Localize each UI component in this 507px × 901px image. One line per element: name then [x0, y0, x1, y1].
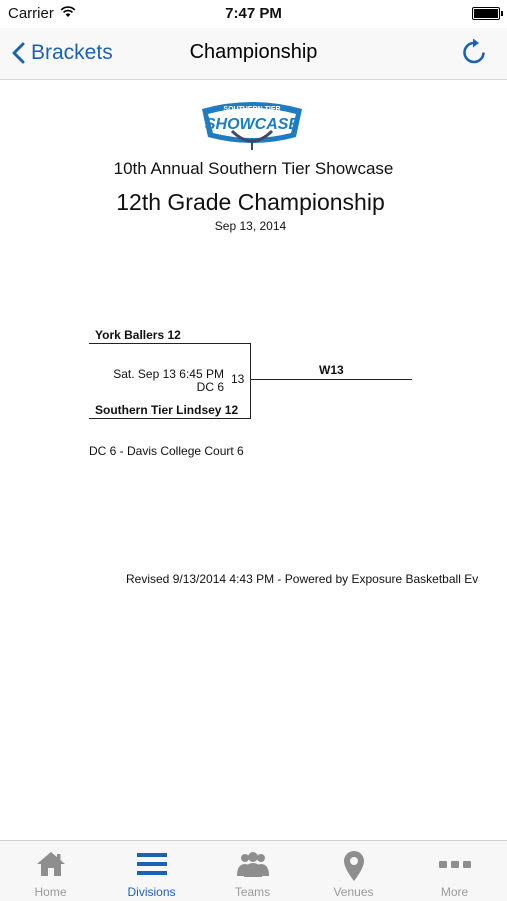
- game-time: Sat. Sep 13 6:45 PM: [113, 367, 224, 381]
- bracket-team-bottom[interactable]: Southern Tier Lindsey 12: [95, 403, 239, 417]
- bracket-line-bottom: [89, 418, 251, 419]
- navigation-bar: Brackets Championship: [0, 28, 507, 80]
- bracket-winner-slot: W13: [319, 363, 344, 377]
- chevron-left-icon: [12, 42, 25, 64]
- game-number: 13: [231, 372, 245, 386]
- tab-bar: Home Divisions Teams Venues: [0, 840, 507, 901]
- tab-divisions-label: Divisions: [127, 885, 176, 899]
- bracket-line-top: [89, 343, 251, 344]
- refresh-icon[interactable]: [461, 38, 487, 66]
- tab-home-label: Home: [34, 885, 67, 899]
- tab-venues[interactable]: Venues: [303, 841, 404, 901]
- tab-more[interactable]: More: [404, 841, 505, 901]
- tab-teams[interactable]: Teams: [202, 841, 303, 901]
- more-icon: [438, 861, 471, 868]
- logo-top-text: SOUTHERN TIER: [223, 106, 280, 113]
- bracket-line-vertical: [250, 343, 251, 418]
- court-legend: DC 6 - Davis College Court 6: [89, 444, 244, 458]
- division-title: 12th Grade Championship: [116, 189, 385, 215]
- divisions-icon: [136, 853, 167, 875]
- back-button[interactable]: Brackets: [12, 36, 113, 70]
- showcase-logo: SOUTHERN TIER SHOWCASE: [202, 102, 302, 150]
- game-court: DC 6: [196, 380, 224, 394]
- division-date: Sep 13, 2014: [214, 219, 287, 233]
- venues-icon: [343, 851, 364, 881]
- teams-icon: [236, 852, 269, 877]
- event-name: 10th Annual Southern Tier Showcase: [113, 159, 394, 178]
- battery-icon: [472, 7, 503, 20]
- page-title: Championship: [189, 41, 318, 63]
- bracket-line-winner: [250, 379, 412, 380]
- back-button-label: Brackets: [31, 41, 113, 64]
- status-time: 7:47 PM: [225, 5, 282, 22]
- bracket-team-top[interactable]: York Ballers 12: [95, 328, 181, 342]
- home-icon: [36, 852, 65, 876]
- wifi-icon: [60, 6, 76, 17]
- logo-main-text: SHOWCASE: [205, 116, 301, 133]
- bracket-view[interactable]: SOUTHERN TIER SHOWCASE 10th Annual South…: [0, 80, 507, 840]
- status-bar: Carrier 7:47 PM: [0, 0, 507, 28]
- tab-home[interactable]: Home: [0, 841, 101, 901]
- tab-teams-label: Teams: [234, 885, 271, 899]
- tab-more-label: More: [440, 885, 469, 899]
- tab-venues-label: Venues: [333, 885, 374, 899]
- tab-divisions[interactable]: Divisions: [101, 841, 202, 901]
- revision-note: Revised 9/13/2014 4:43 PM - Powered by E…: [126, 572, 479, 586]
- carrier-label: Carrier: [8, 5, 54, 22]
